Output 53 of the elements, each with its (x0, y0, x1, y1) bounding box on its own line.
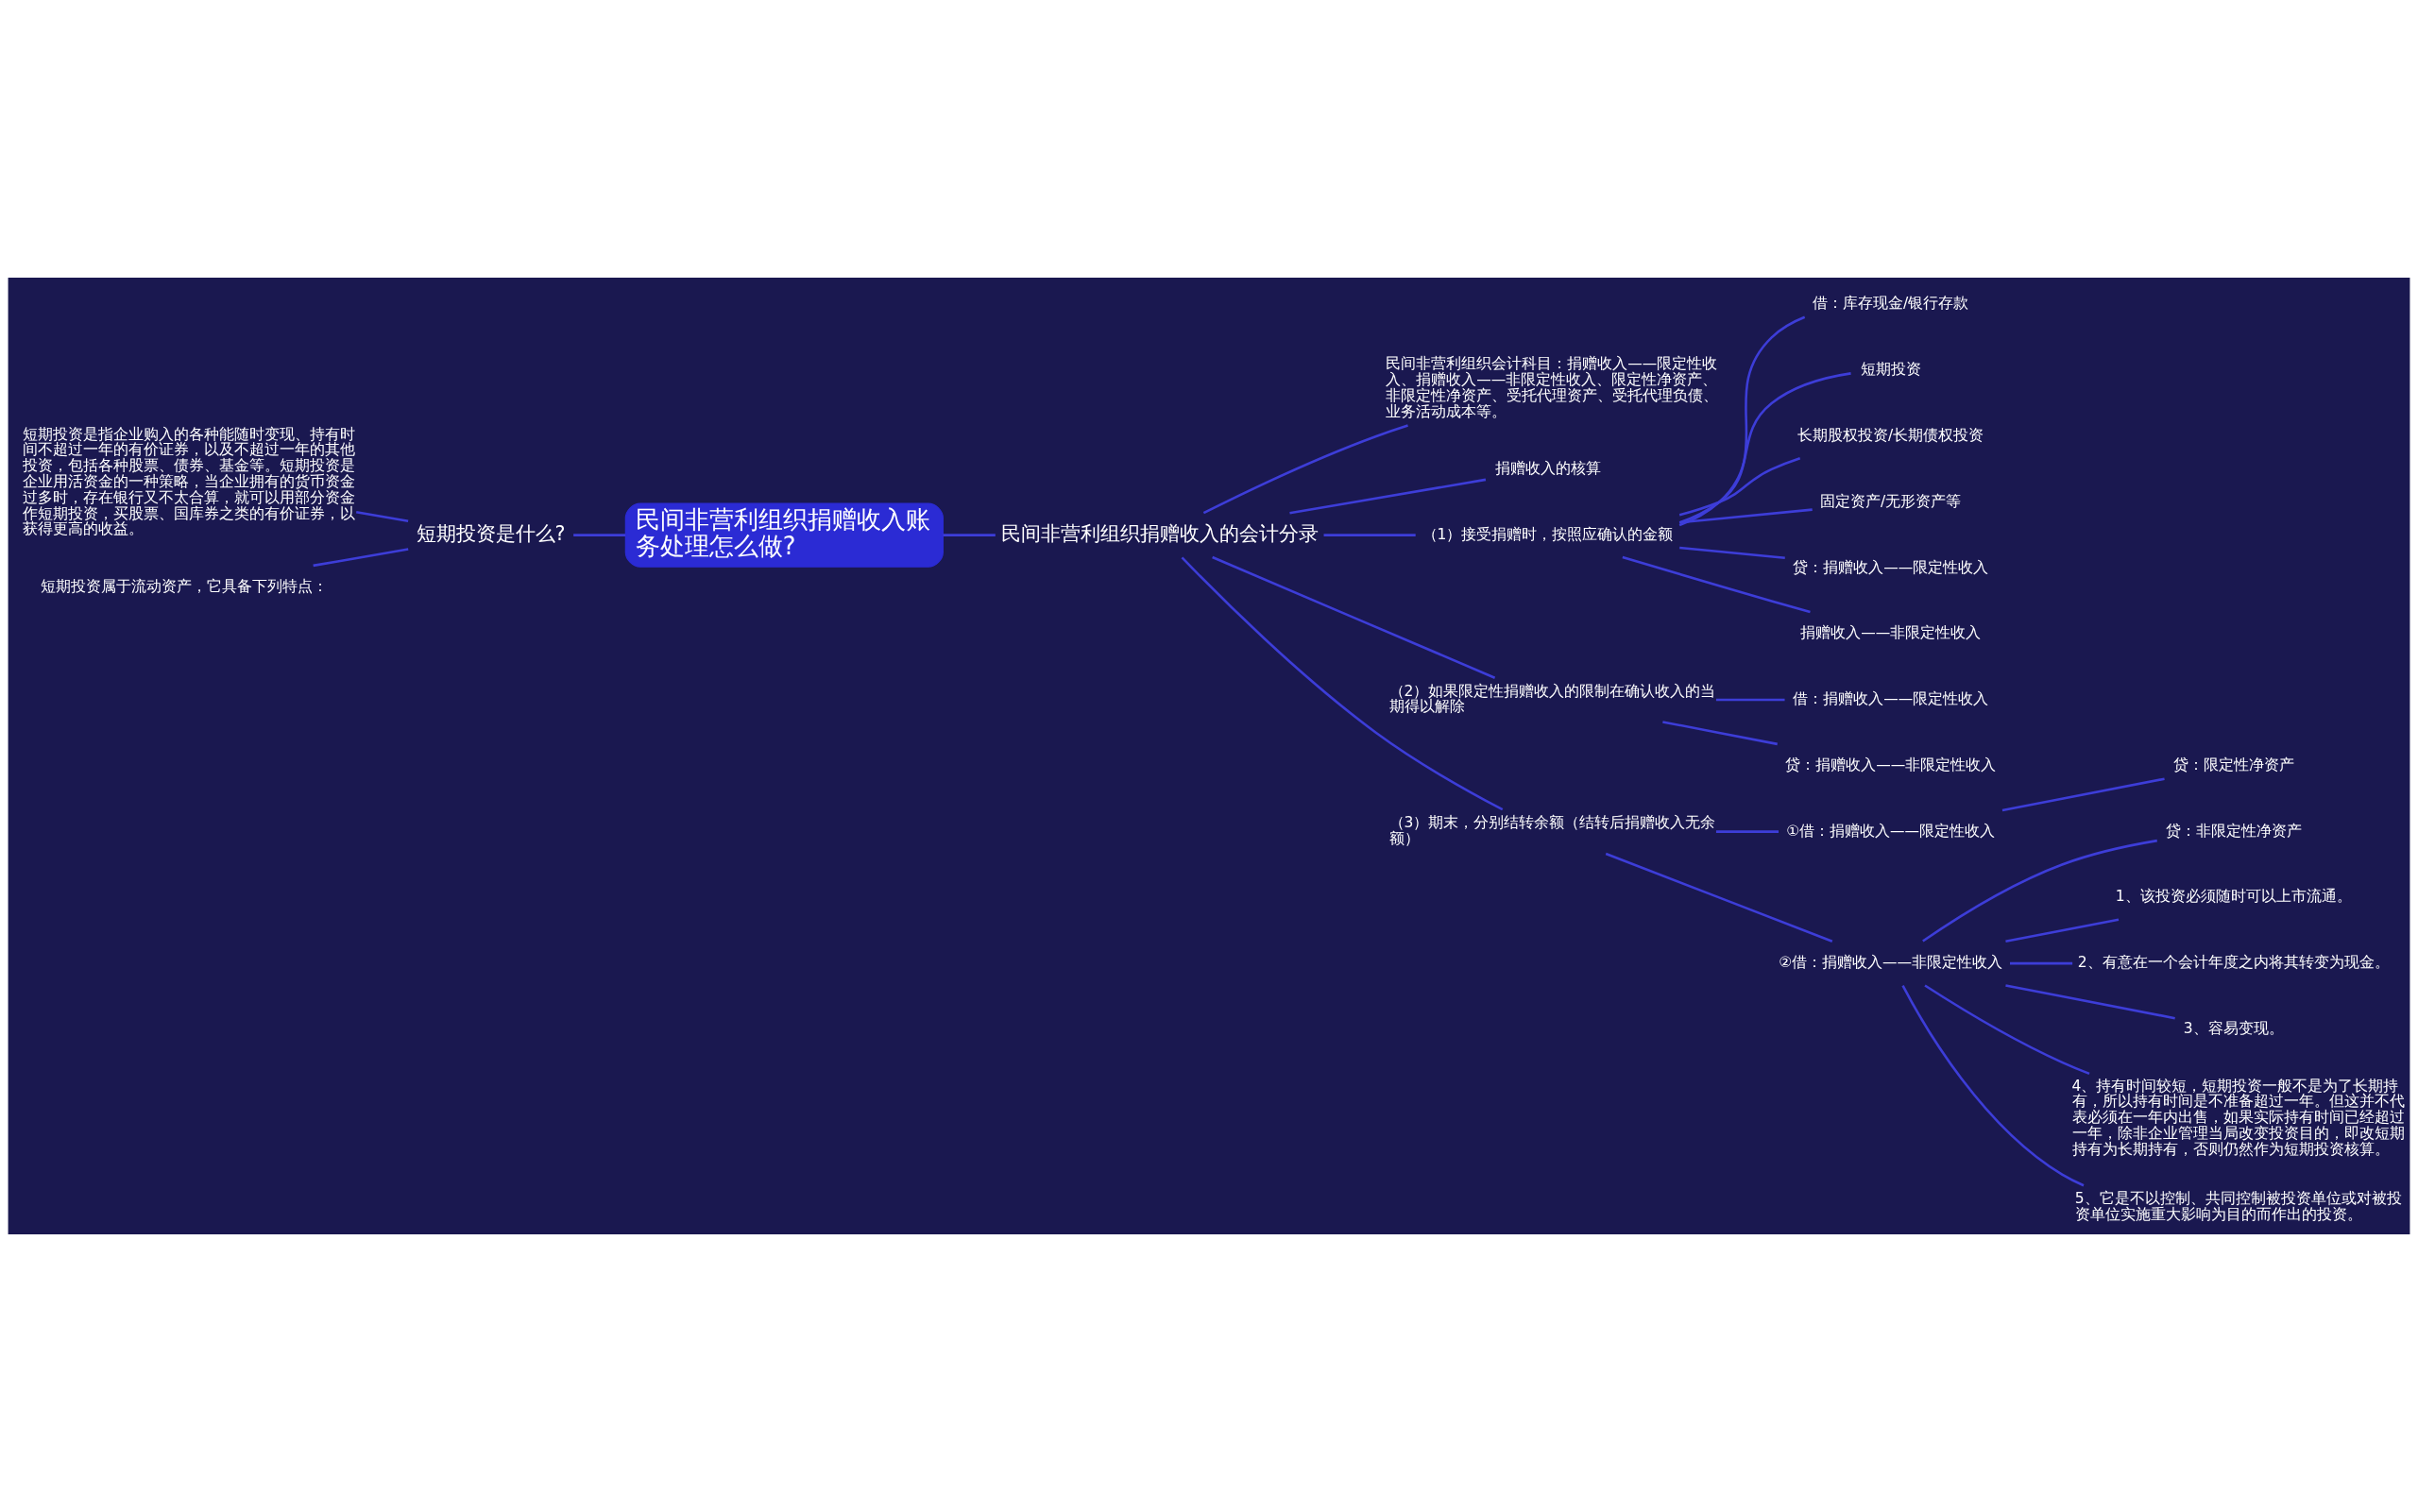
node-text: （3）期末，分别结转余额（结转后捐赠收入无余额） (1388, 814, 1716, 848)
connector (355, 511, 409, 523)
connector (2005, 984, 2175, 1020)
connector (1678, 457, 1801, 517)
node-text: ①借：捐赠收入——限定性收入 (1786, 822, 1996, 840)
connector (2005, 918, 2120, 943)
node-box: 民间非营利组织捐赠收入账务处理怎么做? (624, 502, 944, 568)
node-text: 短期投资 (1860, 361, 1921, 379)
connector (1605, 852, 1833, 943)
node-text: 短期投资是指企业购入的各种能随时变现、持有时间不超过一年的有价证券，以及不超过一年的其他投资，包括各种股票、债券、基金等。短期投资是企业用活资金的一种策略，当企业拥有的货币资金过多时，存在银行又不太合算，就可以用部分资金作短期投资，买股票、国库券之类的有价证券，以获得更高的收益。 (23, 425, 356, 538)
connector (1622, 555, 1811, 614)
node-text: 固定资产/无形资产等 (1820, 492, 1962, 510)
node-text: 借：捐赠收入——限定性收入 (1793, 690, 1989, 708)
node-text: 贷：捐赠收入——非限定性收入 (1785, 756, 1997, 773)
connector (313, 548, 409, 568)
node-text: 5、它是不以控制、共同控制被投资单位或对被投资单位实施重大影响为目的而作出的投资。 (2074, 1190, 2402, 1223)
connector (1679, 546, 1785, 560)
connector (1678, 315, 1806, 527)
connector (1901, 985, 2085, 1187)
connector (1715, 830, 1779, 833)
connector (1181, 556, 1504, 811)
node-text: 2、有意在一个会计年度之内将其转变为现金。 (2077, 954, 2390, 972)
node-text: 3、容易变现。 (2183, 1019, 2284, 1037)
connector (1924, 984, 2090, 1076)
node-text: 民间非营利组织捐赠收入的会计分录 (1000, 521, 1319, 545)
connector (1678, 372, 1851, 524)
connector (1922, 839, 2157, 943)
connector (2010, 961, 2073, 965)
connector (573, 534, 626, 536)
node-text: 捐赠收入的核算 (1494, 459, 1601, 477)
connector (1662, 721, 1778, 746)
node-text: 捐赠收入——非限定性收入 (1800, 624, 1982, 642)
node-text: 长期股权投资/长期债权投资 (1797, 426, 1984, 444)
node-text: （2）如果限定性捐赠收入的限制在确认收入的当期得以解除 (1388, 682, 1716, 716)
connector (1715, 698, 1785, 702)
node-text: 贷：捐赠收入——限定性收入 (1793, 558, 1989, 576)
connector (2001, 777, 2165, 812)
node-text: 短期投资属于流动资产，它具备下列特点： (41, 578, 329, 596)
node-text: ②借：捐赠收入——非限定性收入 (1779, 954, 2003, 972)
node-text: 民间非营利组织会计科目：捐赠收入——限定性收入、捐赠收入——非限定性收入、限定性净资产、非限定性净资产、受托代理资产、受托代理负债、业务活动成本等。 (1386, 355, 1719, 420)
connector (1212, 555, 1496, 679)
node-text: 短期投资是什么? (416, 521, 566, 545)
connector (1202, 424, 1408, 515)
connector (1323, 534, 1416, 536)
node-text: 贷：非限定性净资产 (2165, 822, 2302, 840)
node-text: 贷：限定性净资产 (2172, 756, 2294, 773)
node-text: 4、持有时间较短，短期投资一般不是为了长期持有，所以持有时间是不准备超过一年。但这并不代表必须在一年内出售，如果实际持有时间已经超过一年，除非企业管理当局改变投资目的，即改短期持有为长期持有，否则仍然作为短期投资核算。 (2071, 1077, 2405, 1158)
connector (943, 534, 996, 536)
connector (1289, 478, 1487, 515)
node-text: 1、该投资必须随时可以上市流通。 (2115, 888, 2352, 906)
connector (1679, 508, 1813, 524)
node-text: 借：库存现金/银行存款 (1813, 295, 1969, 313)
node-text: （1）接受捐赠时，按照应确认的金额 (1422, 525, 1674, 543)
